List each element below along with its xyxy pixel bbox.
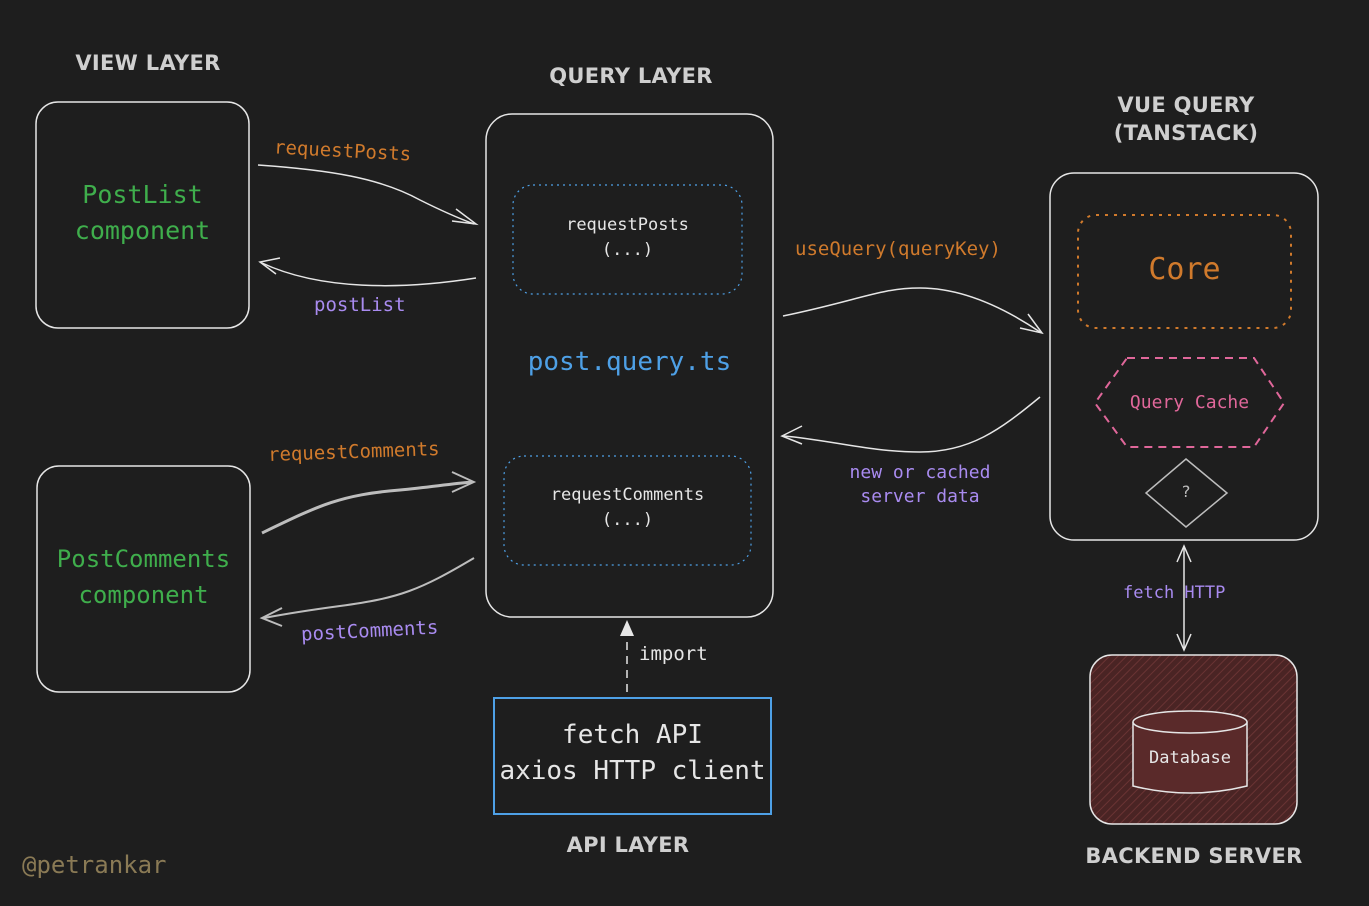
use-query-arrow-label: useQuery(queryKey) bbox=[795, 238, 1001, 260]
api-layer-line1: fetch API bbox=[562, 720, 703, 750]
vue-query-heading-line2: (TANSTACK) bbox=[1113, 121, 1259, 145]
request-posts-arrow bbox=[257, 164, 479, 226]
postcomments-component-box bbox=[36, 465, 251, 693]
decision-label: ? bbox=[1181, 482, 1191, 501]
post-list-arrow-label: postList bbox=[314, 294, 406, 316]
query-cache-label: Query Cache bbox=[1129, 392, 1250, 413]
fetch-http-arrow-label: fetch HTTP bbox=[1123, 583, 1226, 603]
server-data-label-line1: new or cached bbox=[849, 462, 991, 483]
postlist-label-line1: PostList bbox=[82, 180, 203, 209]
request-posts-function-line1: requestPosts bbox=[566, 215, 689, 235]
import-arrow-label: import bbox=[639, 643, 708, 665]
import-arrow bbox=[620, 620, 634, 692]
postlist-label-line2: component bbox=[74, 216, 211, 245]
postcomments-label-line2: component bbox=[78, 581, 209, 609]
vue-query-box bbox=[1049, 172, 1319, 541]
query-layer-box bbox=[485, 113, 774, 618]
backend-server-heading: BACKEND SERVER bbox=[1085, 844, 1303, 868]
request-comments-arrow bbox=[261, 471, 477, 535]
view-layer-heading: VIEW LAYER bbox=[75, 51, 221, 75]
request-posts-function-box bbox=[512, 184, 743, 295]
query-cache-hexagon bbox=[1093, 357, 1286, 448]
post-list-arrow bbox=[258, 257, 477, 287]
core-box bbox=[1077, 214, 1292, 329]
vue-query-heading-line1: VUE QUERY bbox=[1117, 93, 1255, 117]
postcomments-label-line1: PostComments bbox=[56, 545, 231, 573]
query-layer-heading: QUERY LAYER bbox=[549, 64, 713, 88]
request-comments-function-line2: (...) bbox=[601, 510, 654, 530]
postlist-component-box bbox=[35, 101, 250, 329]
request-posts-function-line2: (...) bbox=[601, 240, 654, 260]
server-data-label-line2: server data bbox=[860, 486, 980, 507]
decision-diamond bbox=[1144, 458, 1229, 528]
query-file-name: post.query.ts bbox=[527, 347, 732, 377]
request-comments-function-box bbox=[503, 455, 752, 566]
use-query-arrow bbox=[782, 287, 1044, 335]
core-label: Core bbox=[1148, 252, 1221, 287]
database-label: Database bbox=[1149, 748, 1231, 768]
fetch-http-arrow bbox=[1176, 544, 1192, 652]
request-comments-function-line1: requestComments bbox=[550, 485, 705, 505]
api-layer-heading: API LAYER bbox=[566, 833, 690, 857]
api-layer-box bbox=[493, 697, 772, 815]
database-cylinder bbox=[1132, 710, 1248, 794]
server-data-arrow bbox=[780, 396, 1041, 453]
api-layer-line2: axios HTTP client bbox=[499, 756, 766, 786]
post-comments-arrow bbox=[259, 557, 475, 627]
author-signature: @petrankar bbox=[22, 851, 167, 879]
